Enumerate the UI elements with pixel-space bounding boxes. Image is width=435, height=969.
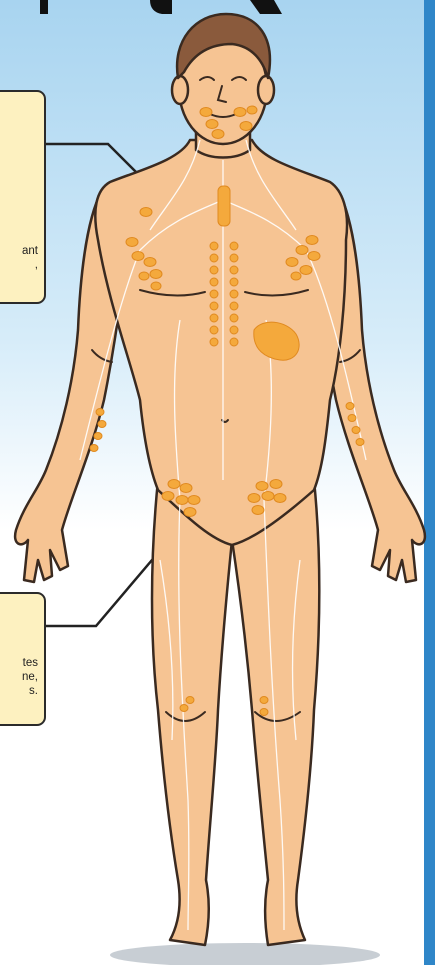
lymph-node — [188, 496, 200, 505]
lymph-node — [176, 496, 188, 505]
lymph-node — [274, 494, 286, 503]
lymph-node — [184, 508, 196, 517]
lymph-node — [210, 326, 218, 334]
lymph-node — [230, 338, 238, 346]
right-border-bar — [424, 0, 435, 965]
lymph-node — [151, 282, 161, 290]
lymph-node — [306, 236, 318, 245]
callout-upper-text: ant , — [22, 244, 38, 272]
right-ear — [258, 76, 274, 104]
lymph-node — [210, 338, 218, 346]
lymph-node — [230, 254, 238, 262]
lymph-node — [210, 302, 218, 310]
lymph-node — [168, 480, 180, 489]
lymph-node — [162, 492, 174, 501]
lymph-node — [256, 482, 268, 491]
lymph-node — [352, 427, 360, 434]
lymph-node — [308, 252, 320, 261]
lymph-node — [212, 130, 224, 139]
photo-credit: ART PRESSE — [417, 904, 426, 960]
lymph-node — [291, 272, 301, 280]
lymph-node — [210, 254, 218, 262]
lymph-node — [186, 697, 194, 704]
lymph-node — [90, 445, 98, 452]
lymph-node — [230, 302, 238, 310]
lymph-node — [206, 120, 218, 129]
callout-upper: ant , — [0, 90, 46, 304]
lymph-node — [296, 246, 308, 255]
lymph-node — [260, 697, 268, 704]
lymph-node — [240, 122, 252, 131]
lymph-node — [270, 480, 282, 489]
lymph-node — [140, 208, 152, 217]
thymus — [218, 186, 230, 226]
lymph-node — [248, 494, 260, 503]
lymph-node — [262, 492, 274, 501]
lymph-node — [132, 252, 144, 261]
lymph-node — [260, 709, 268, 716]
lymph-node — [346, 403, 354, 410]
lymph-node — [210, 290, 218, 298]
lymph-node — [247, 106, 257, 114]
lymph-node — [230, 290, 238, 298]
lymph-node — [356, 439, 364, 446]
lymph-node — [230, 326, 238, 334]
lymph-node — [200, 108, 212, 117]
lymph-node — [234, 108, 246, 117]
lymph-node — [126, 238, 138, 247]
lymph-node — [230, 314, 238, 322]
lymph-node — [139, 272, 149, 280]
lymph-node — [230, 242, 238, 250]
lymph-node — [286, 258, 298, 267]
lymph-node — [144, 258, 156, 267]
left-ear — [172, 76, 188, 104]
lymph-node — [180, 484, 192, 493]
lymph-node — [230, 278, 238, 286]
lymph-node — [98, 421, 106, 428]
lymph-node — [210, 242, 218, 250]
callout-lower: tes ne, s. — [0, 592, 46, 726]
lymph-node — [252, 506, 264, 515]
lymph-node — [94, 433, 102, 440]
lymph-node — [348, 415, 356, 422]
lymph-node — [210, 266, 218, 274]
lymph-node — [300, 266, 312, 275]
lymph-node — [210, 278, 218, 286]
callout-lower-text: tes ne, s. — [22, 656, 38, 698]
lymph-node — [150, 270, 162, 279]
lymph-node — [230, 266, 238, 274]
lymph-node — [210, 314, 218, 322]
lymph-node — [180, 705, 188, 712]
lymph-node — [96, 409, 104, 416]
